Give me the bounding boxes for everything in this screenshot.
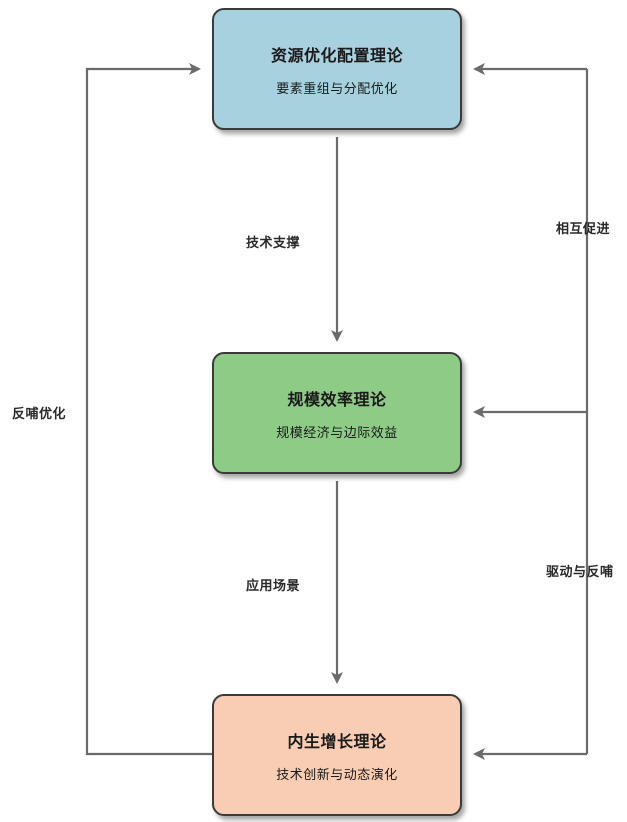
node-growth-subtitle: 技术创新与动态演化 — [276, 767, 398, 783]
node-growth-title: 内生增长理论 — [287, 731, 387, 751]
node-scale-efficiency: 规模效率理论 规模经济与边际效益 — [212, 352, 462, 474]
node-scale-title: 规模效率理论 — [287, 389, 387, 409]
node-endogenous-growth: 内生增长理论 技术创新与动态演化 — [212, 694, 462, 816]
node-resource-allocation: 资源优化配置理论 要素重组与分配优化 — [212, 8, 462, 130]
edge-label-mutual-promote: 相互促进 — [556, 222, 611, 237]
edge-label-feedback-optimize: 反哺优化 — [12, 407, 67, 422]
node-resource-title: 资源优化配置理论 — [270, 45, 403, 65]
arrow-feedback-optimize — [85, 63, 212, 756]
node-scale-subtitle: 规模经济与边际效益 — [276, 425, 398, 441]
edge-label-drive-feedback: 驱动与反哺 — [546, 565, 614, 580]
edge-label-application: 应用场景 — [246, 579, 301, 594]
node-resource-subtitle: 要素重组与分配优化 — [276, 81, 398, 97]
edge-label-tech-support: 技术支撑 — [246, 236, 301, 251]
